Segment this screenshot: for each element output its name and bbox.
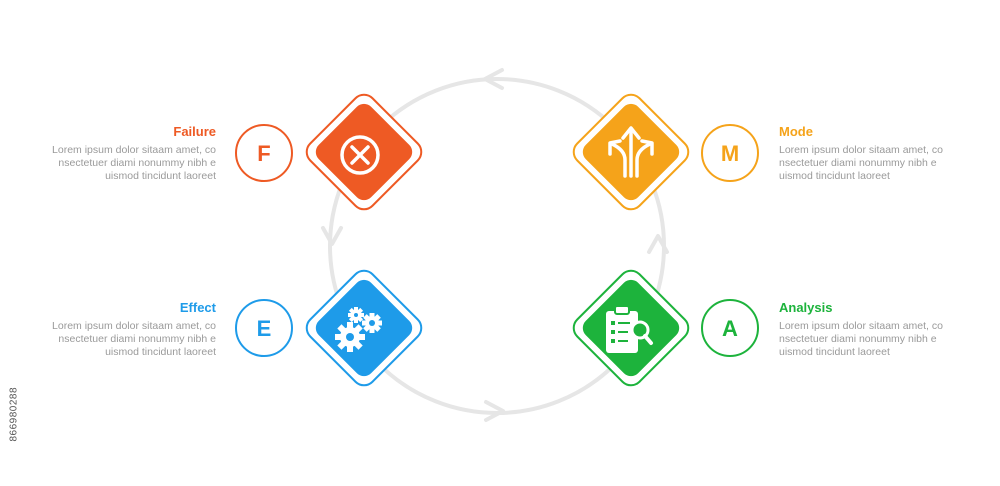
effect-letter-circle: [235, 299, 293, 357]
effect-letter: E: [257, 316, 272, 341]
analysis-diamond: [572, 269, 690, 387]
failure-description: Lorem ipsum dolor sitaam amet, co nsecte…: [46, 144, 216, 183]
effect-description: Lorem ipsum dolor sitaam amet, co nsecte…: [46, 320, 216, 359]
analysis-desc-line: uismod tincidunt laoreet: [779, 346, 890, 358]
x-circle-icon: [340, 135, 380, 175]
mode-desc-line: Lorem ipsum dolor sitaam amet, co: [779, 144, 943, 156]
effect-diamond: [305, 269, 423, 387]
effect-title: Effect: [179, 300, 216, 315]
failure-letter-circle: [235, 124, 293, 182]
failure-desc-line: Lorem ipsum dolor sitaam amet, co: [52, 144, 216, 156]
analysis-letter: A: [722, 316, 738, 341]
failure-letter: F: [257, 141, 270, 166]
mode-title: Mode: [779, 124, 813, 139]
gears-icon: [335, 307, 382, 352]
mode-letter-circle: [701, 124, 759, 182]
split-arrows-icon: [608, 126, 654, 178]
arrow-top: [483, 68, 504, 90]
arrow-left: [321, 226, 343, 246]
analysis-title: Analysis: [779, 300, 833, 315]
analysis-description: Lorem ipsum dolor sitaam amet, co nsecte…: [779, 320, 949, 359]
stock-id-text: 866980288: [8, 386, 20, 442]
mode-description: Lorem ipsum dolor sitaam amet, co nsecte…: [779, 144, 949, 183]
clipboard-search-icon: [606, 305, 653, 353]
analysis-letter-circle: [701, 299, 759, 357]
arrow-right: [647, 234, 669, 254]
effect-desc-line: uismod tincidunt laoreet: [105, 346, 216, 358]
analysis-desc-line: Lorem ipsum dolor sitaam amet, co: [779, 320, 943, 332]
failure-desc-line: nsectetuer diami nonummy nibh e: [58, 157, 216, 169]
cycle-arrows: [321, 68, 669, 422]
effect-desc-line: nsectetuer diami nonummy nibh e: [58, 333, 216, 345]
mode-letter: M: [721, 141, 739, 166]
analysis-desc-line: nsectetuer diami nonummy nibh e: [779, 333, 937, 345]
effect-desc-line: Lorem ipsum dolor sitaam amet, co: [52, 320, 216, 332]
arrow-bottom: [484, 400, 505, 422]
mode-desc-line: uismod tincidunt laoreet: [779, 170, 890, 182]
failure-desc-line: uismod tincidunt laoreet: [105, 170, 216, 182]
mode-desc-line: nsectetuer diami nonummy nibh e: [779, 157, 937, 169]
mode-diamond: [572, 93, 690, 211]
failure-diamond: [305, 93, 423, 211]
failure-title: Failure: [173, 124, 216, 139]
